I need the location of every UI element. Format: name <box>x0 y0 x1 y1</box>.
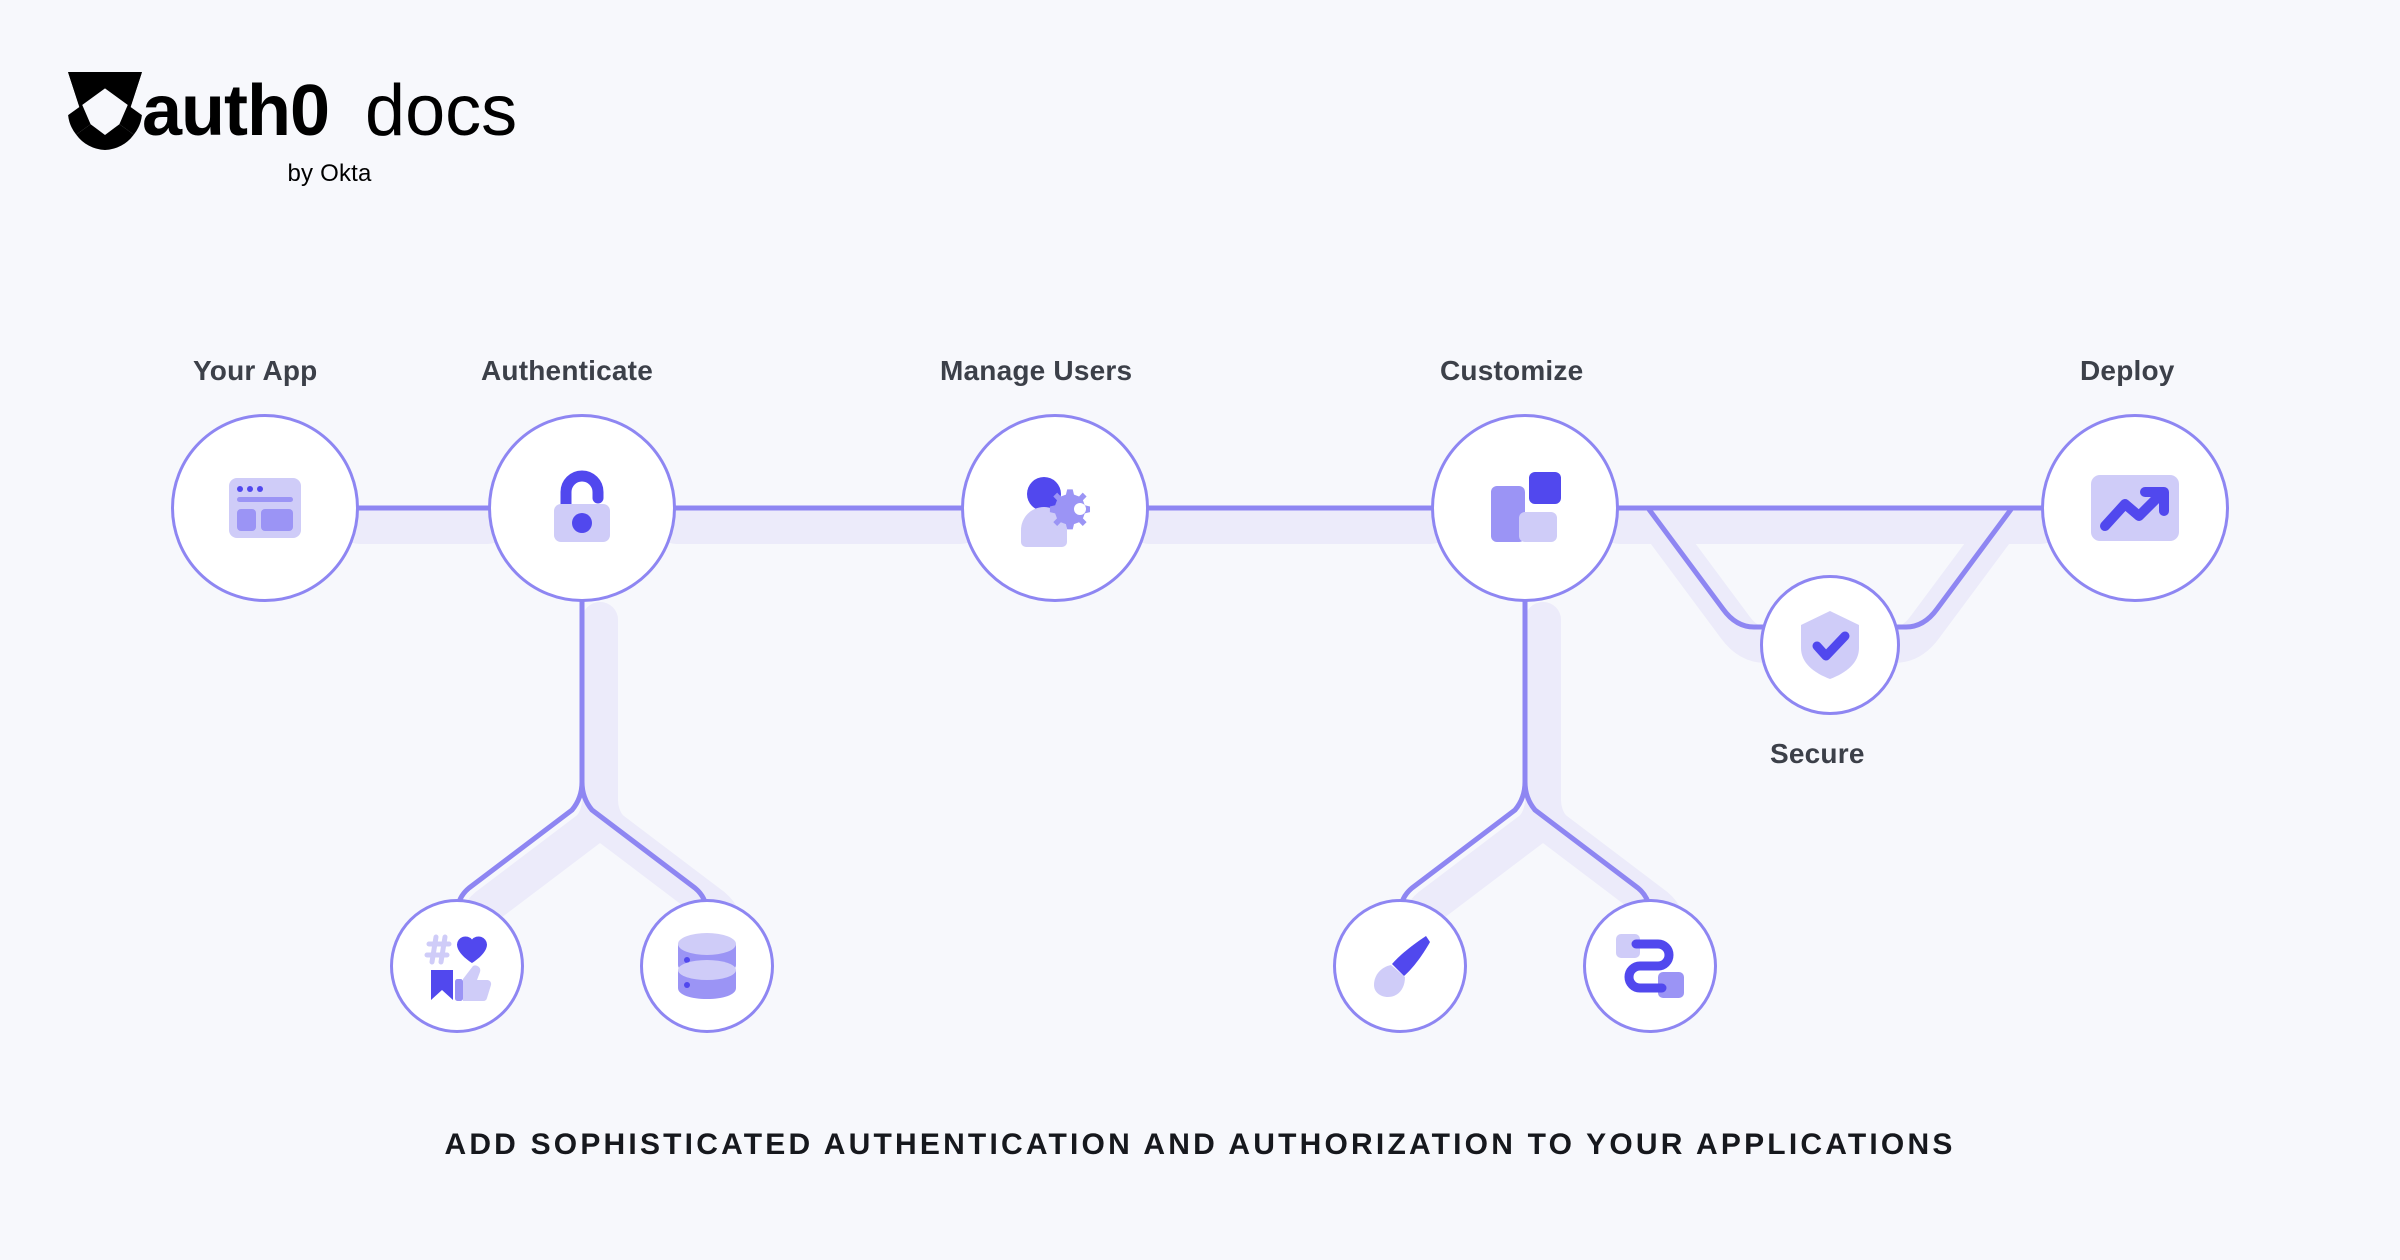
node-manage-users[interactable] <box>961 414 1149 602</box>
shield-check-icon <box>1801 611 1859 679</box>
node-label-deploy: Deploy <box>2080 355 2175 386</box>
social-reactions-icon <box>424 934 492 1002</box>
node-label-authenticate: Authenticate <box>481 355 653 386</box>
node-label-secure: Secure <box>1770 738 1865 769</box>
brand-product: docs <box>365 71 518 151</box>
browser-window-icon <box>229 478 301 538</box>
trending-up-chart-icon <box>2091 475 2179 541</box>
layout-blocks-icon <box>1491 472 1561 542</box>
node-secure[interactable] <box>1760 575 1900 715</box>
brand-name: auth0 <box>142 71 330 151</box>
node-label-your-app: Your App <box>193 355 318 386</box>
node-actions-flow[interactable] <box>1583 899 1717 1033</box>
brand-logo[interactable]: auth0 docs by Okta <box>68 72 517 188</box>
node-branding[interactable] <box>1333 899 1467 1033</box>
user-gear-icon <box>1021 477 1091 547</box>
auth0-shield-star-icon <box>68 72 142 150</box>
node-customize[interactable] <box>1431 414 1619 602</box>
paintbrush-icon <box>1374 936 1430 997</box>
node-authenticate[interactable] <box>488 414 676 602</box>
page-tagline: ADD SOPHISTICATED AUTHENTICATION AND AUT… <box>444 1128 1956 1161</box>
node-your-app[interactable] <box>171 414 359 602</box>
brand-wordmark-group: auth0 docs by Okta <box>142 72 517 188</box>
brand-byline: by Okta <box>287 160 372 187</box>
node-label-manage-users: Manage Users <box>940 355 1133 386</box>
database-cylinder-icon <box>678 933 736 999</box>
node-deploy[interactable] <box>2041 414 2229 602</box>
flow-connector-icon <box>1616 934 1684 998</box>
node-label-customize: Customize <box>1440 355 1584 386</box>
unlocked-padlock-icon <box>554 470 610 542</box>
node-social-connections[interactable] <box>390 899 524 1033</box>
node-database-connection[interactable] <box>640 899 774 1033</box>
